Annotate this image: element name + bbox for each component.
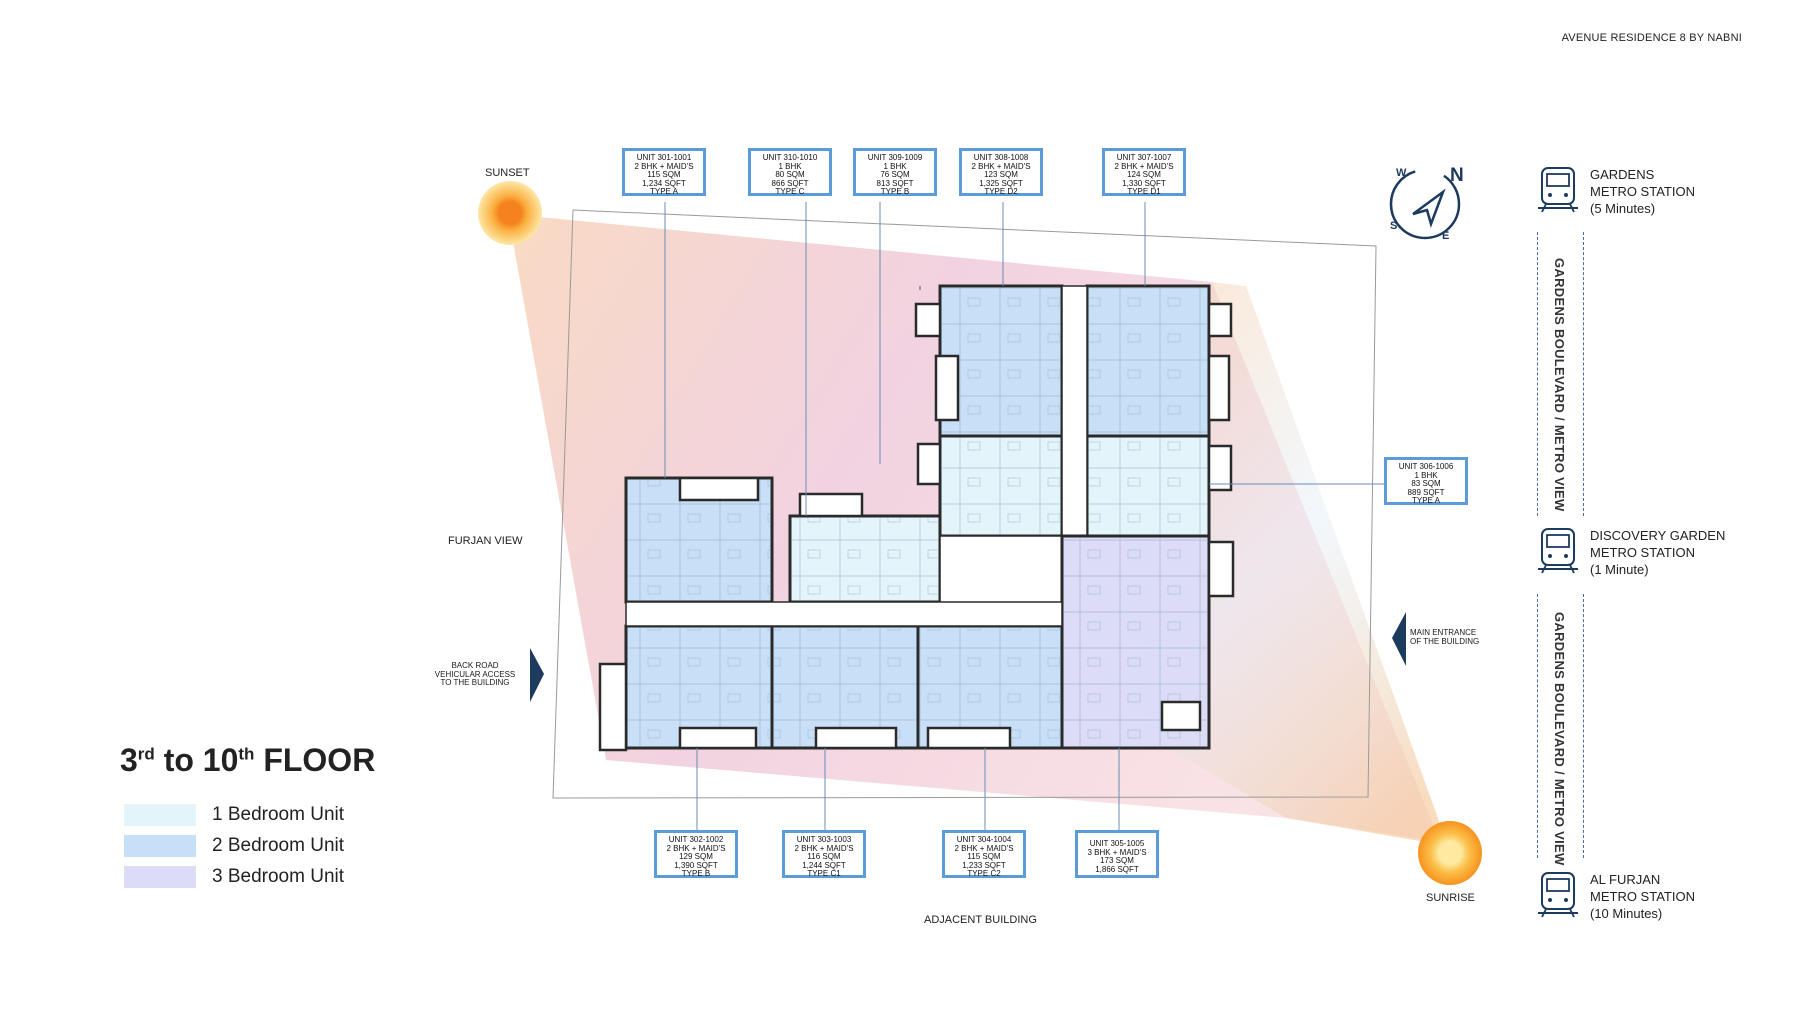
route-line [1583,594,1584,858]
metro-view-label-2: GARDENS BOULEVARD / METRO VIEW [1552,612,1567,866]
brand-title: AVENUE RESIDENCE 8 BY NABNI [1561,32,1742,44]
metro-train-icon [1538,872,1578,918]
back-road-arrow [530,648,544,702]
compass-e: E [1442,230,1450,242]
sunrise-label: SUNRISE [1426,892,1475,904]
legend-3-bedroom: 3 Bedroom Unit [124,865,344,889]
legend-swatch-3 [124,866,196,888]
metro-view-label-1: GARDENS BOULEVARD / METRO VIEW [1552,258,1567,512]
sunset-sun [478,181,542,245]
route-line [1537,232,1538,516]
sunset-label: SUNSET [485,167,530,179]
floor-title: 3rd to 10th FLOOR [120,742,376,778]
compass-n: N [1450,165,1464,186]
metro-train-icon [1538,167,1578,213]
sunrise-sun [1418,821,1482,885]
metro-train-icon [1538,528,1578,574]
legend-swatch-2 [124,835,196,857]
legend-swatch-1 [124,804,196,826]
adjacent-building-label: ADJACENT BUILDING [924,914,1037,926]
compass-s: S [1390,220,1398,232]
legend-1-bedroom: 1 Bedroom Unit [124,803,344,827]
furjan-view-label: FURJAN VIEW [448,535,523,547]
compass-w: W [1396,167,1407,179]
main-entrance-arrow [1392,612,1406,666]
route-line [1537,594,1538,858]
legend-2-bedroom: 2 Bedroom Unit [124,834,344,858]
site-boundary [552,209,1377,799]
compass-icon [1389,168,1461,240]
hallway [625,601,1063,627]
route-line [1583,232,1584,516]
